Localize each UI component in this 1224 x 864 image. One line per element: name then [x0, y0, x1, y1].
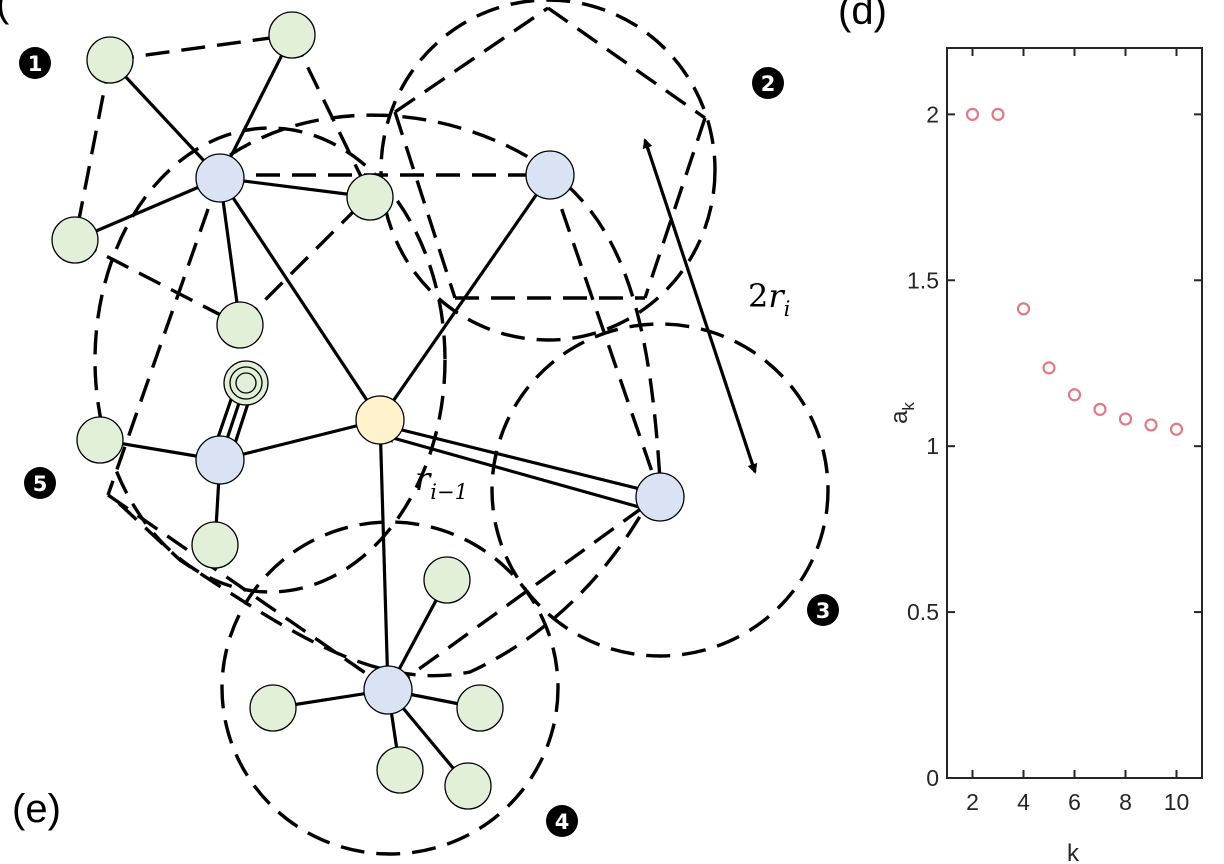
hub-node — [195, 153, 245, 203]
leaf-node — [216, 301, 264, 349]
leaf-node — [268, 11, 316, 59]
x-tick-label: 10 — [1164, 789, 1190, 815]
dashed-boundary-main — [108, 113, 662, 678]
leaf-node — [76, 416, 124, 464]
scatter-chart: (d) 0 0.5 1 1.5 2 2 4 6 8 10 k ak — [838, 0, 1203, 864]
x-tick-label: 8 — [1119, 789, 1132, 815]
data-points — [965, 107, 1184, 436]
region-badge-4: 4 — [546, 805, 578, 837]
hub-node — [195, 435, 245, 485]
leaf-node — [191, 521, 239, 569]
svg-text:1: 1 — [28, 52, 43, 76]
network-diagram: ( — [0, 0, 839, 856]
svg-text:5: 5 — [33, 472, 48, 496]
dashed-circle-region-5 — [93, 126, 447, 594]
leaf-node — [86, 36, 134, 84]
hub-node — [635, 472, 685, 522]
y-axis-title: ak — [886, 402, 918, 424]
svg-text:4: 4 — [555, 810, 570, 834]
partial-panel-label: ( — [0, 0, 10, 25]
data-point — [1042, 361, 1056, 375]
svg-text:2: 2 — [761, 72, 776, 96]
data-point — [1144, 418, 1158, 432]
leaf-node — [249, 684, 297, 732]
dashed-circles — [93, 0, 830, 856]
data-point — [1169, 422, 1184, 436]
plot-frame — [946, 47, 1203, 779]
y-tick-label: 0.5 — [907, 599, 939, 625]
x-axis-ticks: 2 4 6 8 10 — [966, 48, 1189, 815]
x-tick-label: 2 — [966, 789, 979, 815]
data-point — [1016, 302, 1031, 316]
annotation-two-r-i: 2ri — [748, 277, 790, 321]
leaf-node — [456, 684, 504, 732]
data-point — [1093, 402, 1107, 416]
leaf-node — [51, 216, 99, 264]
region-badge-5: 5 — [24, 467, 56, 499]
y-tick-label: 1 — [926, 433, 939, 459]
region-badge-1: 1 — [19, 47, 51, 79]
y-tick-label: 1.5 — [907, 267, 939, 293]
leaf-node — [376, 746, 424, 794]
leaf-node — [423, 556, 471, 604]
hub-node — [525, 150, 575, 200]
center-node — [355, 395, 405, 445]
annotation-r-i-minus-1: ri−1 — [415, 460, 468, 504]
data-point — [1067, 388, 1082, 402]
y-tick-label: 2 — [926, 101, 939, 127]
data-point — [965, 107, 980, 121]
nodes — [51, 11, 685, 810]
region-badge-3: 3 — [807, 594, 839, 626]
layered-leaf-node — [223, 360, 269, 406]
y-axis-ticks: 0 0.5 1 1.5 2 — [907, 101, 1202, 791]
x-tick-label: 6 — [1068, 789, 1081, 815]
leaf-node — [346, 173, 394, 221]
data-point — [991, 107, 1005, 121]
x-axis-title: k — [1067, 840, 1080, 864]
y-tick-label: 0 — [926, 765, 939, 791]
x-tick-label: 4 — [1017, 789, 1030, 815]
data-point — [1118, 412, 1133, 426]
hub-node — [363, 665, 413, 715]
leaf-node — [444, 762, 492, 810]
svg-text:3: 3 — [816, 599, 831, 623]
region-badge-2: 2 — [752, 67, 784, 99]
dashed-circle-region-4 — [220, 520, 560, 856]
panel-label-d: (d) — [838, 0, 887, 33]
panel-label-e: (e) — [12, 787, 61, 831]
